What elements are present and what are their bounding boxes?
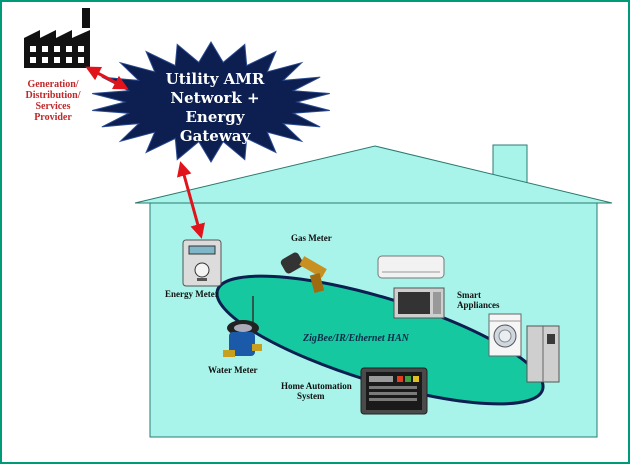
- washing-machine-icon: [488, 313, 522, 357]
- smart-appliances-label: Smart Appliances: [457, 290, 500, 310]
- gateway-label: Utility AMR Network + Energy Gateway: [165, 70, 265, 145]
- han-network-label: ZigBee/IR/Ethernet HAN: [303, 333, 409, 344]
- control-panel-icon: [360, 367, 428, 415]
- provider-label: Generation/ Distribution/ Services Provi…: [25, 79, 81, 123]
- water-meter-icon: [223, 296, 262, 357]
- gateway-meter-arrow: [176, 161, 206, 239]
- provider-gateway-arrow: [85, 66, 129, 90]
- microwave-icon: [393, 287, 445, 319]
- energy-meter-icon: [182, 239, 222, 287]
- water-meter-label: Water Meter: [208, 365, 258, 375]
- air-conditioner-icon: [377, 255, 445, 279]
- energy-meter-label: Energy Meter: [165, 289, 219, 299]
- gas-meter-icon: [280, 252, 327, 293]
- home-automation-label: Home Automation System: [281, 381, 352, 401]
- refrigerator-icon: [526, 325, 560, 383]
- factory-icon: [24, 8, 90, 68]
- gas-meter-label: Gas Meter: [291, 233, 332, 243]
